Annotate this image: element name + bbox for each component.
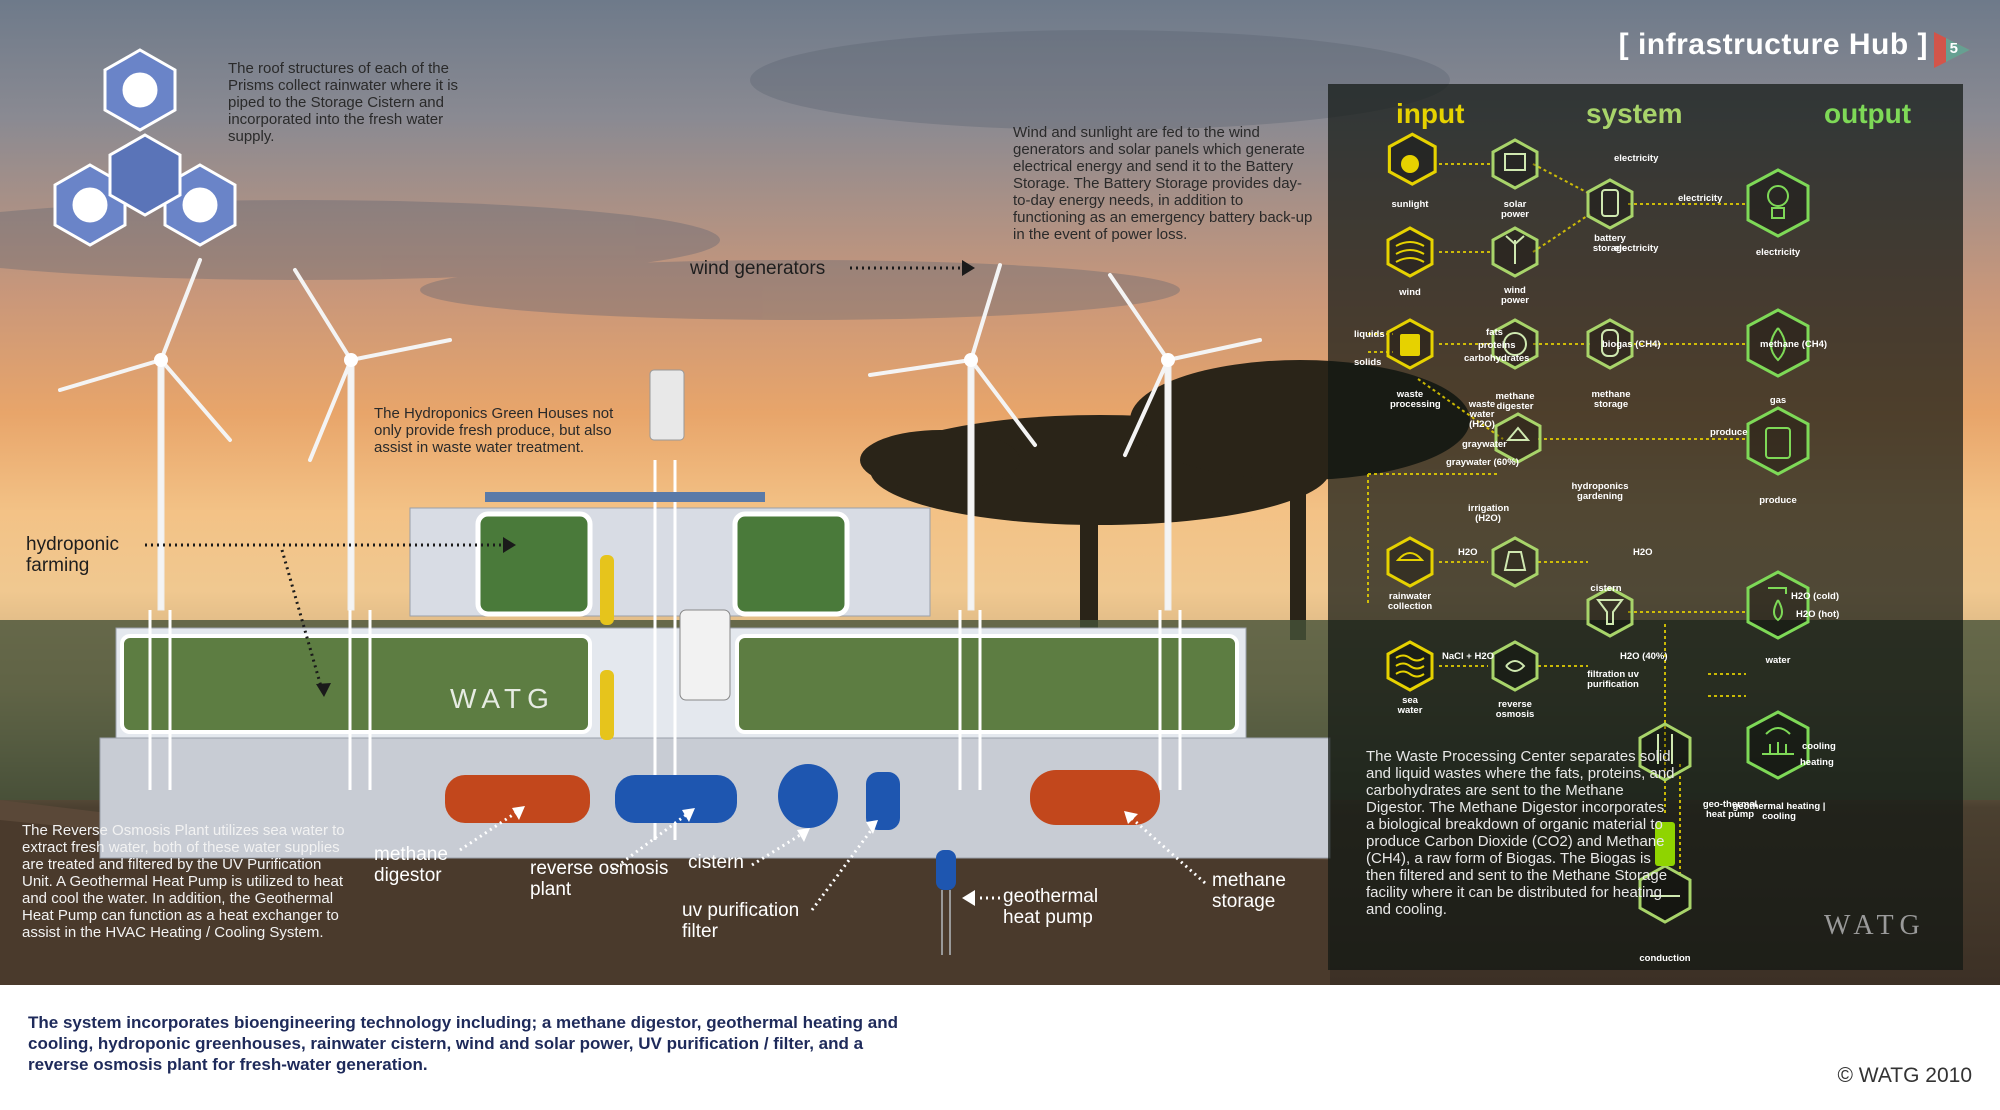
flow-cooling: cooling: [1802, 741, 1836, 752]
node-gas: gas: [1769, 395, 1787, 406]
hub-heading-input: input: [1396, 98, 1465, 129]
hub-logo: WATG: [1824, 910, 1926, 941]
prism-roof-icon: [53, 48, 237, 247]
node-waste-processing: waste processing: [1390, 389, 1441, 410]
flow-graywater: graywater: [1462, 439, 1507, 450]
flow-liquids: liquids: [1354, 329, 1385, 340]
node-produce: produce: [1759, 495, 1797, 506]
node-reverse-osmosis: reverse osmosis: [1495, 699, 1535, 720]
flow-methane: methane (CH4): [1760, 339, 1828, 350]
flow-h2o-1: H2O: [1458, 547, 1478, 558]
infrastructure-hub-panel: input system output sunlight wind waste …: [1328, 84, 1963, 970]
node-battery-storage: battery storage: [1592, 233, 1628, 254]
label-reverse-osmosis: reverse osmosis plant: [530, 858, 669, 900]
node-methane-digester: methane digester: [1495, 391, 1535, 412]
label-geothermal: geothermal heat pump: [1003, 886, 1099, 928]
node-methane-storage: methane storage: [1591, 389, 1631, 410]
hydroponics-annotation: The Hydroponics Green Houses not only pr…: [374, 405, 614, 456]
node-sunlight: sunlight: [1391, 199, 1429, 210]
page-title: [ infrastructure Hub ]: [1618, 28, 1928, 61]
flow-heating: heating: [1800, 757, 1834, 768]
flow-produce: produce: [1710, 427, 1748, 438]
hub-paragraph: The Waste Processing Center separates so…: [1366, 748, 1675, 918]
node-electricity: electricity: [1755, 247, 1801, 258]
node-conduction: conduction: [1639, 953, 1691, 964]
node-geothermal-heating-cooling: geothermal heating | cooling: [1732, 801, 1826, 822]
copyright: © WATG 2010: [1837, 1064, 1972, 1087]
node-sea-water: sea water: [1397, 695, 1423, 716]
label-cistern: cistern: [688, 852, 744, 873]
flow-waste-water: waste water (H2O): [1468, 399, 1496, 430]
building-logo: WATG: [450, 683, 555, 714]
flow-h2o-cold: H2O (cold): [1791, 591, 1840, 602]
roof-annotation: The roof structures of each of the Prism…: [228, 60, 459, 145]
flow-carbohydrates: carbohydrates: [1464, 353, 1530, 364]
node-hydroponics-gardening: hydroponics gardening: [1571, 481, 1629, 502]
flow-solids: solids: [1354, 357, 1382, 368]
hub-heading-system: system: [1586, 98, 1683, 129]
flow-irrigation: irrigation (H2O): [1468, 503, 1510, 524]
label-wind-generators: wind generators: [690, 258, 826, 279]
label-methane-digestor: methane digestor: [374, 844, 448, 886]
label-uv-filter: uv purification filter: [682, 900, 800, 942]
flow-nacl: NaCl + H2O: [1442, 651, 1495, 662]
label-hydroponic-farming: hydroponic farming: [26, 534, 119, 576]
ro-annotation: The Reverse Osmosis Plant utilizes sea w…: [22, 822, 345, 941]
flow-electricity-2: electricity: [1614, 243, 1659, 254]
input-icons: [1400, 155, 1420, 356]
flow-fats: fats: [1486, 327, 1503, 338]
node-wind-power: wind power: [1501, 285, 1529, 306]
hub-heading-output: output: [1824, 98, 1912, 129]
flow-h2o-hot: H2O (hot): [1796, 609, 1840, 620]
flow-proteins: proteins: [1478, 340, 1516, 351]
hub-diagram: [1367, 132, 1810, 924]
flow-h2o-40: H2O (40%): [1620, 651, 1668, 662]
flow-biogas: biogas (CH4): [1602, 339, 1661, 350]
node-filtration: filtration uv purification: [1587, 669, 1639, 690]
node-wind: wind: [1399, 287, 1421, 298]
page-number: 5: [1949, 40, 1958, 57]
flow-electricity-1: electricity: [1614, 153, 1659, 164]
flow-graywater-60: graywater (60%): [1446, 457, 1519, 468]
node-rainwater-collection: rainwater collection: [1387, 591, 1433, 612]
wind-annotation: Wind and sunlight are fed to the wind ge…: [1013, 124, 1313, 243]
node-solar-power: solar power: [1501, 199, 1529, 220]
flow-h2o-2: H2O: [1633, 547, 1653, 558]
label-methane-storage: methane storage: [1212, 870, 1286, 912]
scene-artwork: [0, 30, 2000, 985]
page-badge-icon: [1934, 32, 1970, 68]
node-water: water: [1765, 655, 1791, 666]
building: [99, 369, 1331, 955]
flow-electricity-3: electricity: [1678, 193, 1723, 204]
node-cistern: cistern: [1590, 583, 1622, 594]
node-geothermal-heat-pump: geo-thermal heat pump: [1702, 799, 1758, 820]
footer-caption: The system incorporates bioengineering t…: [28, 1013, 898, 1074]
